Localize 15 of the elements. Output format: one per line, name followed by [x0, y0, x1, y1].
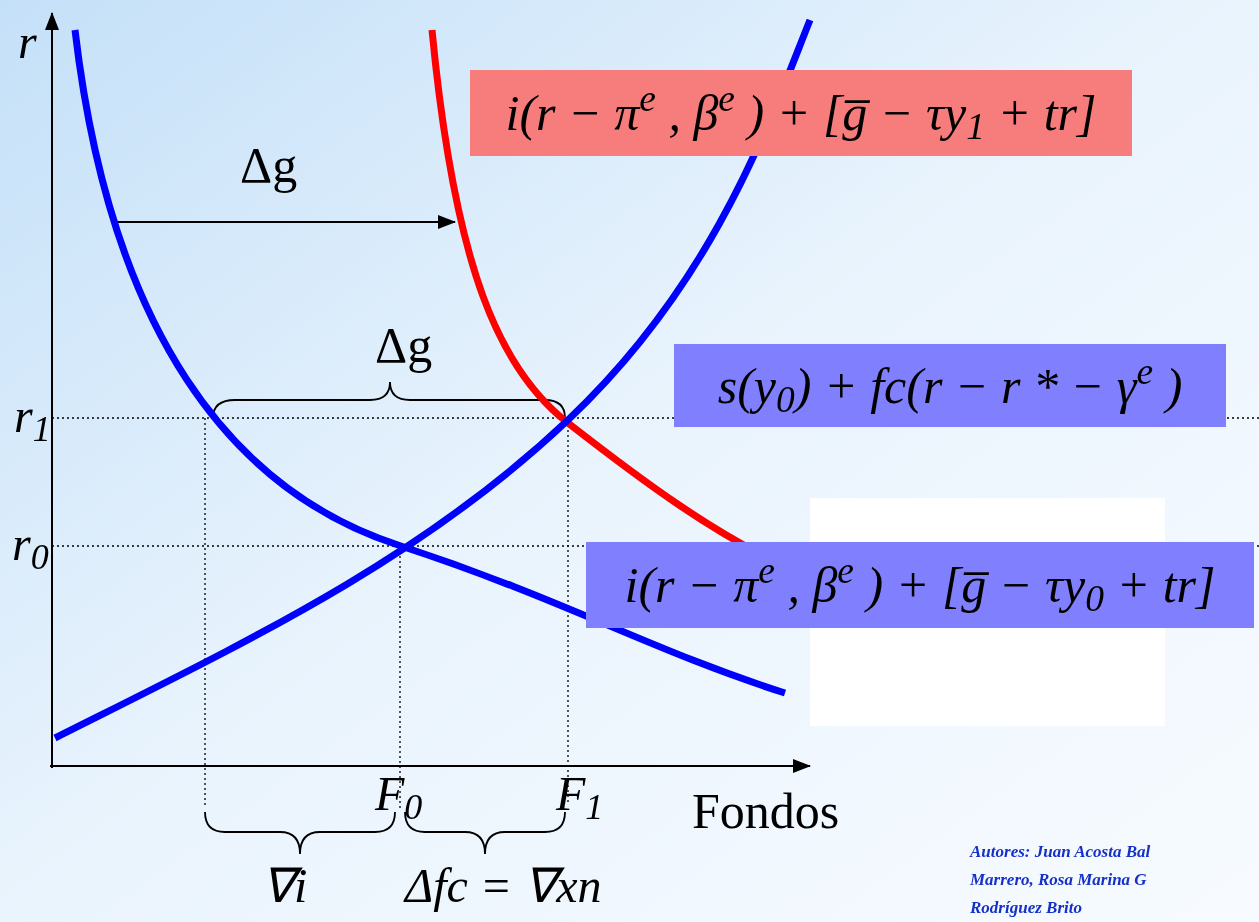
formula-box: s(y$_{0}$) + fc(r − r * − γ$^{e}$ ) — [674, 344, 1226, 427]
blank-box — [810, 628, 1165, 726]
axis-tick-label: F$_{0}$ — [375, 770, 423, 818]
author-note: Rodríguez Brito — [970, 899, 1082, 916]
axis-label: Fondos — [692, 786, 840, 836]
author-note: Marrero, Rosa Marina G — [970, 871, 1147, 888]
brace-label: ∇i — [262, 862, 308, 910]
formula-box: i(r − π$^{e}$ , β$^{e}$ ) + [g̅ − τy$_{0}$ + tr] — [586, 542, 1254, 628]
author-note: Autores: Juan Acosta Bal — [970, 843, 1151, 860]
axis-tick-label: F$_{1}$ — [556, 770, 604, 818]
axis-tick-label: r$_{0}$ — [12, 520, 49, 568]
formula-box: i(r − π$^{e}$ , β$^{e}$ ) + [g̅ − τy$_{1}$ + tr] — [470, 70, 1132, 156]
brace-label: Δfc = ∇xn — [405, 862, 602, 910]
axis-tick-label: r$_{1}$ — [14, 392, 51, 440]
axis-label: r — [18, 18, 37, 66]
